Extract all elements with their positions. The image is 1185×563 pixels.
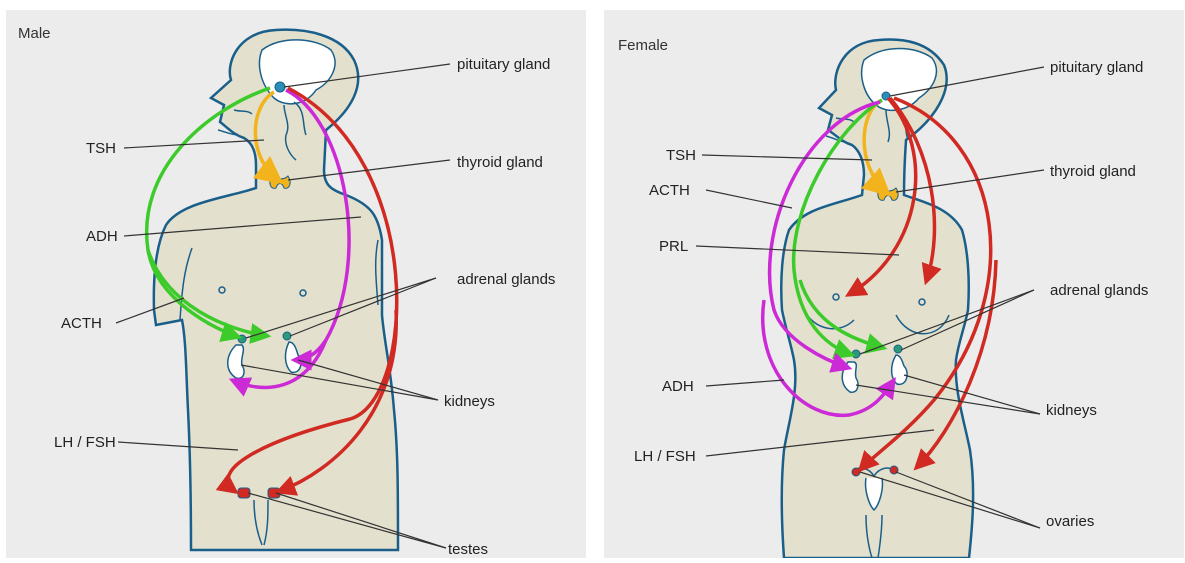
female-title: Female: [618, 37, 668, 54]
label-tsh: TSH: [666, 147, 696, 164]
label-pituitary-gland: pituitary gland: [457, 56, 550, 73]
male-diagram: Male: [6, 10, 586, 558]
label-acth: ACTH: [61, 315, 102, 332]
pituitary-gland-shape: [275, 82, 285, 92]
label-adh: ADH: [86, 228, 118, 245]
label-adrenal-glands: adrenal glands: [457, 271, 555, 288]
testis-right-shape: [268, 488, 280, 498]
ovary-left-shape: [852, 468, 860, 476]
label-adrenal-glands: adrenal glands: [1050, 282, 1148, 299]
adrenal-right-shape: [283, 332, 291, 340]
label-acth: ACTH: [649, 182, 690, 199]
label-thyroid-gland: thyroid gland: [1050, 163, 1136, 180]
label-lh-fsh: LH / FSH: [634, 448, 696, 465]
label-tsh: TSH: [86, 140, 116, 157]
label-pituitary-gland: pituitary gland: [1050, 59, 1143, 76]
label-prl: PRL: [659, 238, 688, 255]
female-diagram-panel: Female: [604, 10, 1184, 558]
male-title: Male: [18, 25, 51, 42]
male-diagram-panel: Male: [6, 10, 586, 558]
label-kidneys: kidneys: [444, 393, 495, 410]
adrenal-right-shape: [894, 345, 902, 353]
label-lh-fsh: LH / FSH: [54, 434, 116, 451]
label-thyroid-gland: thyroid gland: [457, 154, 543, 171]
label-testes: testes: [448, 541, 488, 558]
adrenal-left-shape: [852, 350, 860, 358]
female-diagram: Female: [604, 10, 1184, 558]
label-adh: ADH: [662, 378, 694, 395]
label-kidneys: kidneys: [1046, 402, 1097, 419]
label-ovaries: ovaries: [1046, 513, 1094, 530]
